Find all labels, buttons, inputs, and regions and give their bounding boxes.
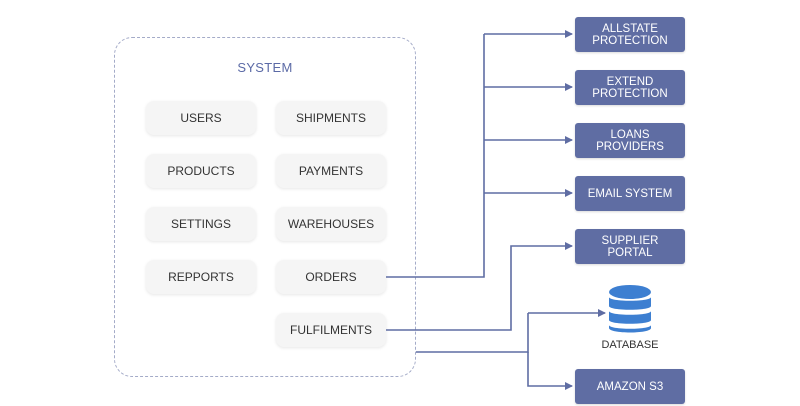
ext-loans-label: LOANS PROVIDERS: [596, 128, 664, 153]
module-orders: ORDERS: [276, 260, 386, 294]
ext-amazon-s3: AMAZON S3: [575, 369, 685, 404]
database-icon: [608, 285, 652, 333]
ext-extend-protection: EXTEND PROTECTION: [575, 70, 685, 105]
ext-email-label: EMAIL SYSTEM: [587, 187, 673, 200]
module-warehouses: WAREHOUSES: [276, 207, 386, 241]
orders-trunk-line: [386, 34, 485, 278]
ext-email-system: EMAIL SYSTEM: [575, 176, 685, 211]
module-payments: PAYMENTS: [276, 154, 386, 188]
ext-allstate-protection: ALLSTATE PROTECTION: [575, 17, 685, 52]
module-users: USERS: [146, 101, 256, 135]
module-fulfilments: FULFILMENTS: [276, 313, 386, 347]
ext-extend-label: EXTEND PROTECTION: [592, 75, 668, 100]
system-title: SYSTEM: [237, 60, 293, 75]
ext-allstate-label: ALLSTATE PROTECTION: [592, 22, 668, 47]
system-to-amazon-s3: [527, 352, 573, 390]
system-boundary: [114, 37, 416, 377]
module-settings: SETTINGS: [146, 207, 256, 241]
ext-amazon-label: AMAZON S3: [596, 380, 664, 393]
ext-supplier-label: SUPPLIER PORTAL: [601, 234, 659, 259]
ext-supplier-portal: SUPPLIER PORTAL: [575, 229, 685, 264]
ext-loans-providers: LOANS PROVIDERS: [575, 123, 685, 158]
module-products: PRODUCTS: [146, 154, 256, 188]
database-label: DATABASE: [601, 339, 659, 351]
module-shipments: SHIPMENTS: [276, 101, 386, 135]
fulfilments-to-supplier: [386, 242, 573, 331]
module-repports: REPPORTS: [146, 260, 256, 294]
